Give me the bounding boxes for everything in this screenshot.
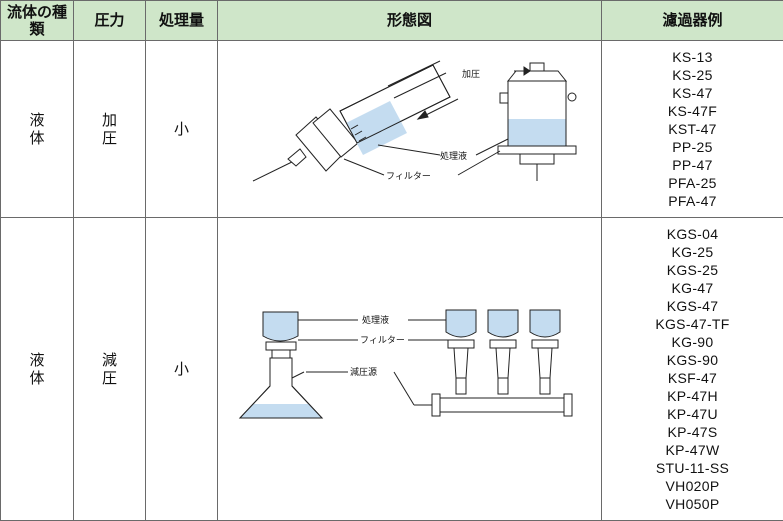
list-item: VH050P — [602, 495, 783, 513]
list-item: KS-13 — [602, 48, 783, 66]
table-row: 液体 加圧 小 — [1, 41, 783, 218]
vessel-liquid — [508, 119, 566, 146]
header-filter-examples: 濾過器例 — [602, 1, 783, 41]
header-form-diagram: 形態図 — [218, 1, 602, 41]
volume-cell: 小 — [146, 41, 218, 218]
filter-list-cell: KGS-04 KG-25 KGS-25 KG-47 KGS-47 KGS-47-… — [602, 218, 783, 521]
fluid-cell: 液体 — [1, 41, 74, 218]
header-fluid-type: 流体の種類 — [1, 1, 74, 41]
list-item: KS-25 — [602, 66, 783, 84]
liquid-leader — [378, 145, 440, 155]
nozzle-shape — [288, 149, 306, 166]
list-item: KP-47H — [602, 387, 783, 405]
list-item: VH020P — [602, 477, 783, 495]
manifold-funnel-2 — [488, 310, 518, 337]
diagram-label-liquid: 処理液 — [440, 150, 467, 162]
manifold-funnel-3 — [530, 310, 560, 337]
pressure-cell: 減圧 — [74, 218, 146, 521]
volume-cell: 小 — [146, 218, 218, 521]
list-item: KGS-25 — [602, 261, 783, 279]
list-item: KGS-04 — [602, 225, 783, 243]
left-funnel — [263, 312, 298, 341]
pressure-filtration-diagram: 加圧 処理液 フィルター — [218, 41, 602, 213]
diagram-label-pressure: 加圧 — [462, 69, 480, 80]
list-item: KP-47W — [602, 441, 783, 459]
table-row: 液体 減圧 小 — [1, 218, 783, 521]
list-item: KG-90 — [602, 333, 783, 351]
filter-leader — [344, 159, 384, 175]
filter-list: KGS-04 KG-25 KGS-25 KG-47 KGS-47 KGS-47-… — [602, 225, 783, 513]
header-pressure: 圧力 — [74, 1, 146, 41]
list-item: KS-47F — [602, 102, 783, 120]
list-item: KP-47S — [602, 423, 783, 441]
list-item: KP-47U — [602, 405, 783, 423]
header-volume: 処理量 — [146, 1, 218, 41]
diagram-cell: 処理液 フィルター 減圧源 — [218, 218, 602, 521]
manifold-pipe — [440, 398, 564, 412]
pressure-cell: 加圧 — [74, 41, 146, 218]
list-item: PFA-47 — [602, 192, 783, 210]
filter-list-cell: KS-13 KS-25 KS-47 KS-47F KST-47 PP-25 PP… — [602, 41, 783, 218]
diagram-label-filter: フィルター — [386, 171, 431, 182]
diagram-label-liquid: 処理液 — [362, 314, 389, 326]
filter-list: KS-13 KS-25 KS-47 KS-47F KST-47 PP-25 PP… — [602, 48, 783, 210]
list-item: KG-47 — [602, 279, 783, 297]
flask-side-arm — [292, 372, 304, 378]
diagram-cell: 加圧 処理液 フィルター — [218, 41, 602, 218]
list-item: KST-47 — [602, 120, 783, 138]
list-item: STU-11-SS — [602, 459, 783, 477]
list-item: PFA-25 — [602, 174, 783, 192]
list-item: KGS-47-TF — [602, 315, 783, 333]
manifold-funnel-1 — [446, 310, 476, 337]
vessel-lid — [508, 71, 566, 81]
list-item: PP-47 — [602, 156, 783, 174]
list-item: KGS-90 — [602, 351, 783, 369]
list-item: KG-25 — [602, 243, 783, 261]
vacuum-filtration-diagram: 処理液 フィルター 減圧源 — [218, 218, 602, 516]
list-item: KSF-47 — [602, 369, 783, 387]
list-item: KGS-47 — [602, 297, 783, 315]
header-row: 流体の種類 圧力 処理量 形態図 濾過器例 — [1, 1, 783, 41]
diagram-label-vacuum: 減圧源 — [350, 366, 377, 378]
diagram-label-filter: フィルター — [360, 335, 405, 346]
vessel-base — [498, 146, 576, 154]
fluid-cell: 液体 — [1, 218, 74, 521]
list-item: PP-25 — [602, 138, 783, 156]
list-item: KS-47 — [602, 84, 783, 102]
